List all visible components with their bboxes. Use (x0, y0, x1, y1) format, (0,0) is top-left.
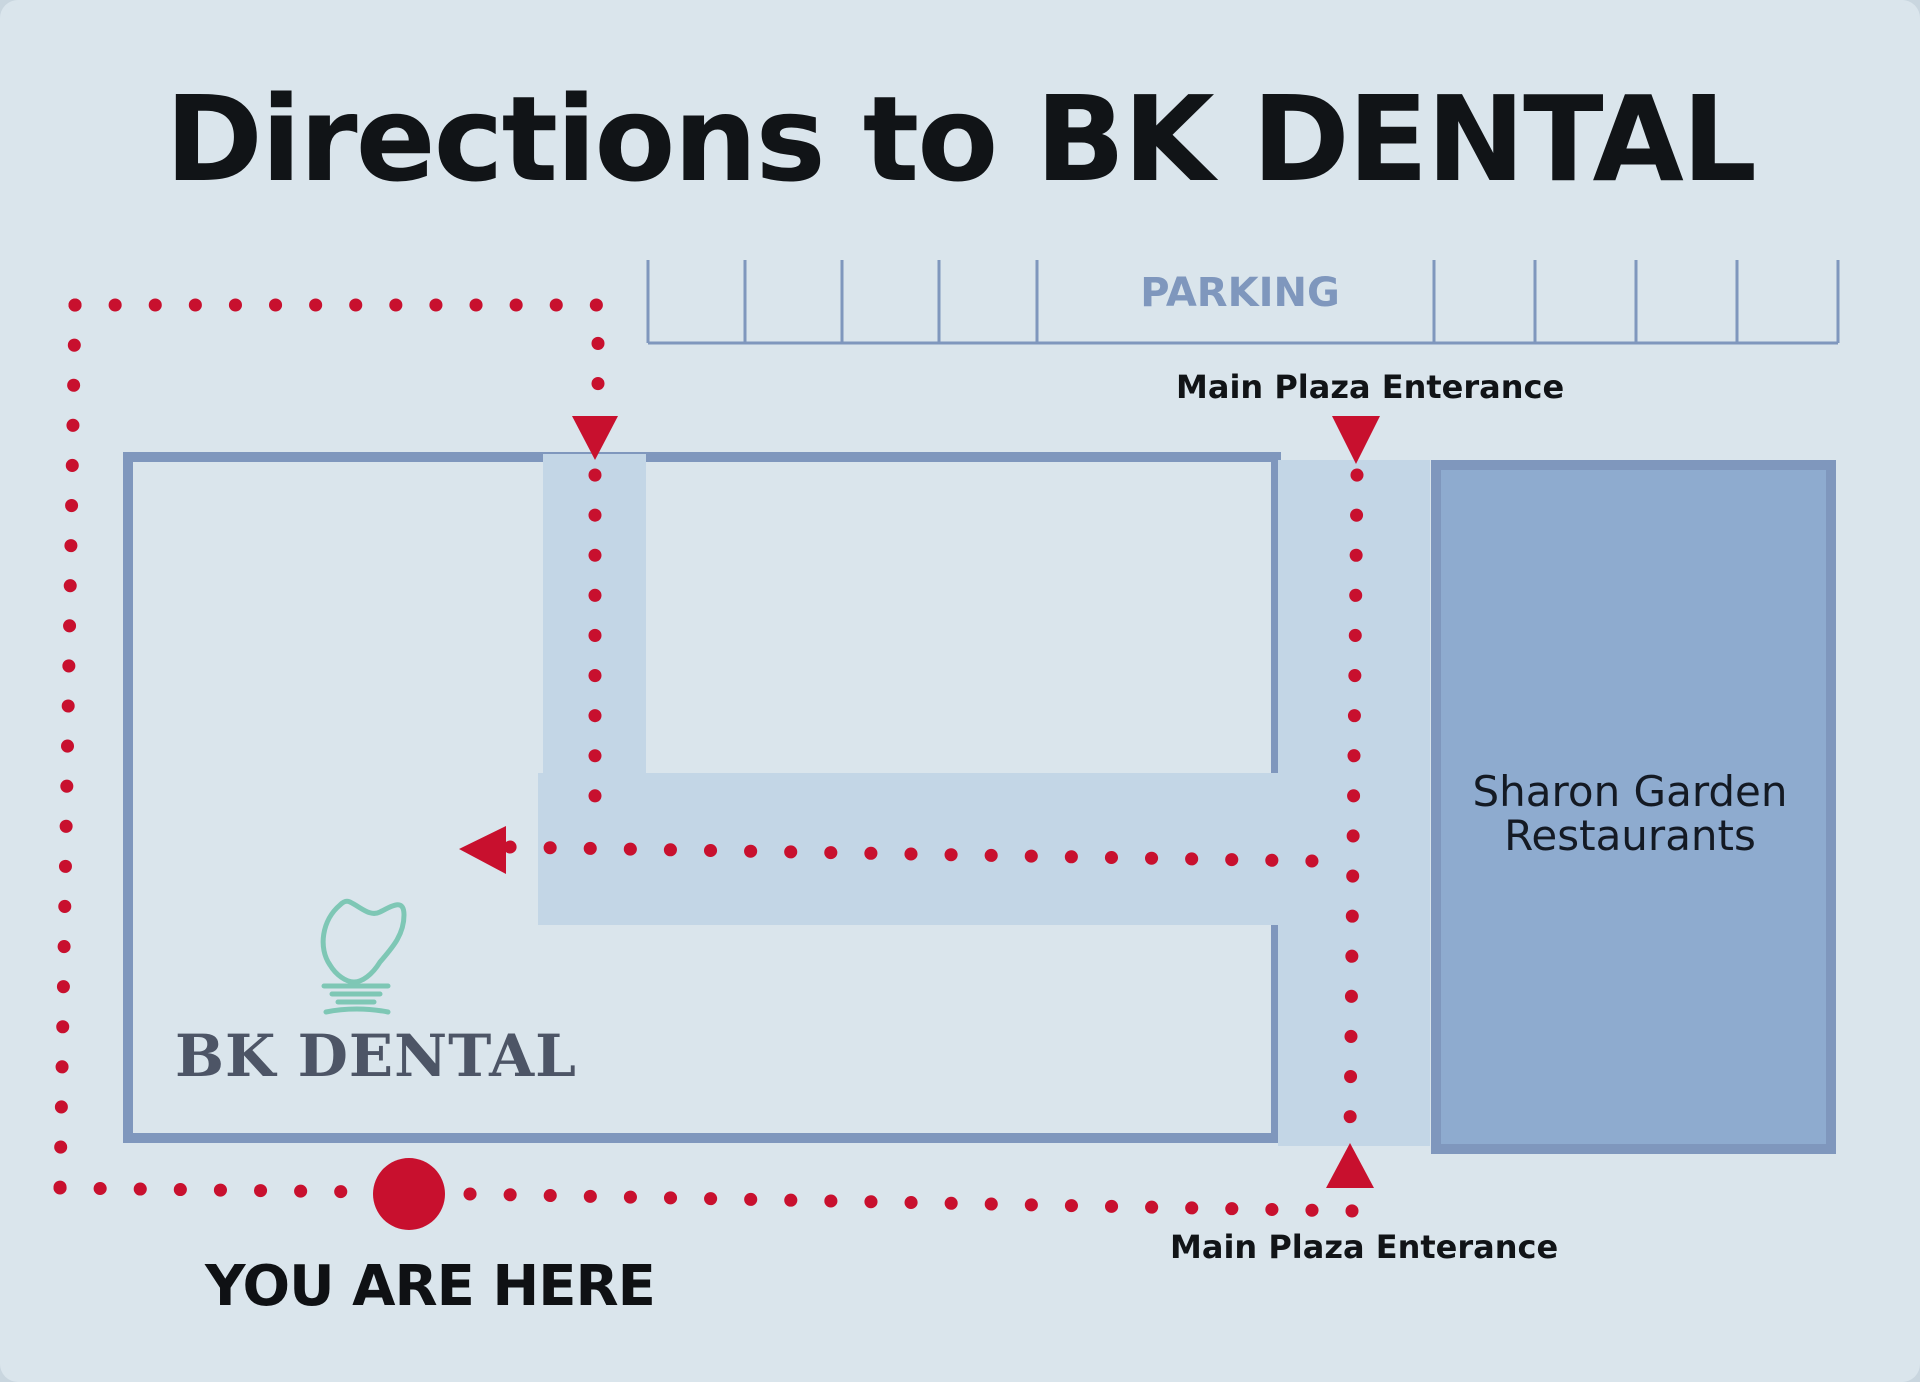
you-are-here-marker (373, 1158, 445, 1230)
walking-route (53, 298, 1364, 1218)
arrow-up-icon (1326, 1143, 1374, 1188)
parking-lot (646, 260, 1840, 345)
parking-label: PARKING (1140, 270, 1340, 316)
restaurant-label-line1: Sharon Garden (1472, 767, 1788, 816)
restaurant-label-line2: Restaurants (1504, 811, 1756, 860)
page-title: Directions to BK DENTAL (165, 70, 1757, 208)
clinic-name: BK DENTAL (175, 1022, 577, 1090)
restaurant-label: Sharon Garden Restaurants (1440, 770, 1820, 858)
arrow-down-icon (572, 416, 618, 460)
tooth-implant-icon (320, 898, 407, 1015)
restaurant-building (1431, 460, 1836, 1154)
main-entrance-label-bottom: Main Plaza Enterance (1170, 1228, 1559, 1266)
you-are-here-label: YOU ARE HERE (205, 1254, 656, 1319)
main-entrance-label-top: Main Plaza Enterance (1176, 368, 1565, 406)
arrow-down-icon (1332, 416, 1380, 464)
arrow-left-icon (459, 826, 506, 874)
